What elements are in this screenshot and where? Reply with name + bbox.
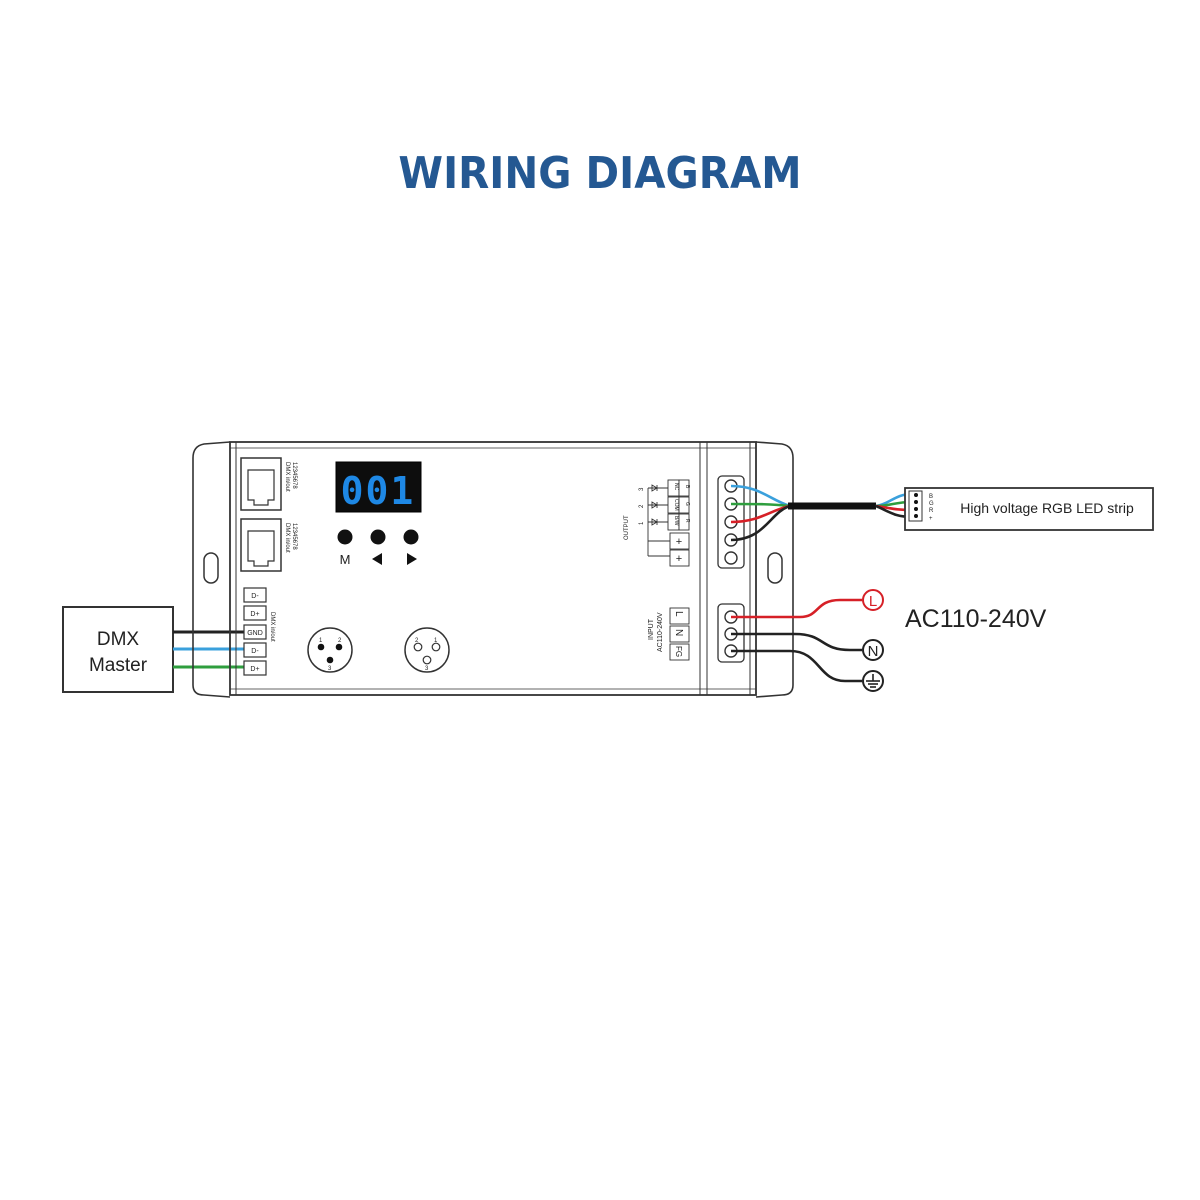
xlr-left-pin2: 2 <box>338 638 342 644</box>
input-term-n: N <box>673 629 684 636</box>
output-term-bw: B/W <box>673 516 679 526</box>
rj45-1-pins: 12345678 <box>291 462 297 489</box>
left-mounting-slot <box>203 552 219 584</box>
input-term-fg: FG <box>674 646 683 657</box>
rj45-port-2: DMX in/out 12345678 <box>240 518 297 572</box>
output-channel-1: 1 <box>639 521 645 525</box>
black-output-wire <box>730 504 791 542</box>
dmx-terminal-label-4: D- <box>251 648 259 655</box>
dmx-terminal-block: D- D+ GND D- D+ DMX in/out <box>243 587 275 676</box>
input-voltage: AC110-240V <box>657 612 664 652</box>
output-term-r: R <box>684 519 690 523</box>
controller-housing <box>192 441 794 698</box>
ac-line-symbol: L <box>862 589 884 611</box>
right-mounting-slot <box>767 552 783 584</box>
xlr-connector-left: 1 2 3 <box>307 627 353 673</box>
left-flange <box>192 441 231 698</box>
neutral-wire <box>731 632 862 652</box>
ac-neutral-label: N <box>868 643 879 660</box>
xlr-right-pin1: 1 <box>434 638 438 644</box>
dmx-terminal-label-1: D- <box>251 593 259 600</box>
mode-button[interactable] <box>337 529 353 545</box>
ground-icon <box>862 670 884 692</box>
rj45-1-label: DMX in/out <box>284 462 290 492</box>
dmx-terminal-label-2: D+ <box>250 611 259 618</box>
dmx-terminal-label-3: GND <box>247 630 263 637</box>
xlr-connector-right: 1 2 3 <box>404 627 450 673</box>
led-pin-b: B <box>929 494 933 500</box>
input-section: INPUT AC110-240V L N FG <box>648 607 690 661</box>
output-channel-3: 3 <box>639 487 645 491</box>
left-button[interactable] <box>370 529 386 545</box>
led-output-wires <box>730 484 913 542</box>
right-button[interactable] <box>403 529 419 545</box>
right-arrow-icon <box>407 553 417 565</box>
ac-neutral-symbol: N <box>862 639 884 661</box>
control-buttons: M <box>337 529 419 567</box>
dmx-master-label-line2: Master <box>89 655 148 676</box>
rj45-port-1: DMX in/out 12345678 <box>240 457 297 511</box>
led-strip-label: High voltage RGB LED strip <box>960 500 1134 516</box>
mode-button-label: M <box>340 552 351 567</box>
dmx-wires <box>173 630 244 669</box>
earth-wire <box>731 649 862 683</box>
led-pin-g: G <box>929 501 934 507</box>
input-title: INPUT <box>648 618 655 640</box>
line-wire <box>731 598 862 619</box>
led-pin-plus: + <box>929 516 933 522</box>
dmx-master-box: DMX Master <box>62 606 174 693</box>
output-plus-2: + <box>676 553 682 565</box>
output-term-b: B <box>684 485 690 489</box>
dmx-terminal-side-label: DMX in/out <box>269 612 275 642</box>
right-flange <box>755 441 794 698</box>
dmx-master-label-line1: DMX <box>97 629 140 650</box>
xlr-right-pin3: 3 <box>425 666 429 672</box>
output-term-nc: NC <box>673 483 679 491</box>
led-strip: B G R + High voltage RGB LED strip <box>904 487 1154 531</box>
ac-line-label: L <box>869 593 877 610</box>
ac-input-wires <box>731 598 862 683</box>
xlr-right-pin2: 2 <box>415 638 419 644</box>
dmx-terminal-label-5: D+ <box>250 666 259 673</box>
blue-output-wire <box>730 484 791 508</box>
main-body <box>229 441 757 696</box>
ac-voltage-label: AC110-240V <box>905 605 1047 633</box>
led-pin-r: R <box>929 508 934 514</box>
output-title: OUTPUT <box>624 515 630 540</box>
display-value: 001 <box>341 469 416 513</box>
xlr-left-pin1: 1 <box>319 638 323 644</box>
rj45-2-label: DMX in/out <box>284 523 290 553</box>
output-channel-2: 2 <box>639 504 645 508</box>
output-plus-1: + <box>676 536 682 548</box>
input-term-l: L <box>673 611 684 617</box>
digital-display: 001 <box>335 461 422 513</box>
green-output-wire <box>730 502 791 508</box>
output-section: OUTPUT 3 2 1 NC B COM G B/W R + <box>624 479 690 567</box>
left-arrow-icon <box>372 553 382 565</box>
rj45-2-pins: 12345678 <box>291 523 297 550</box>
output-term-com: COM <box>673 499 679 511</box>
page-title: WIRING DIAGRAM <box>398 148 802 199</box>
xlr-left-pin3: 3 <box>328 666 332 672</box>
output-term-g: G <box>684 502 690 506</box>
